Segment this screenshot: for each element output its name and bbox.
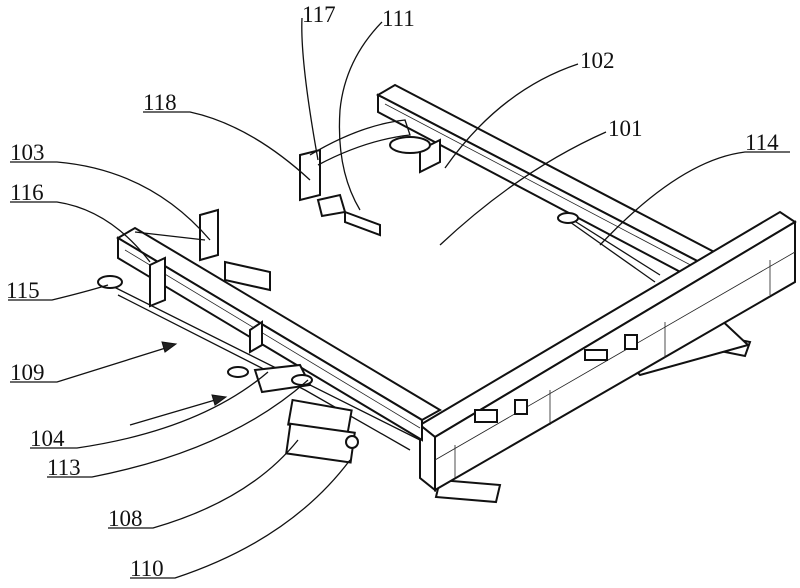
- left-side-beam: [116, 226, 443, 442]
- label-104: 104: [30, 426, 65, 451]
- label-117: 117: [302, 2, 336, 27]
- label-101: 101: [608, 116, 643, 141]
- label-109: 109: [10, 360, 45, 385]
- front-beam: [418, 210, 797, 493]
- leader-lines: [8, 17, 790, 579]
- left-mount: [134, 208, 271, 292]
- label-111: 111: [382, 6, 415, 31]
- label-113: 113: [47, 455, 81, 480]
- label-108: 108: [108, 506, 143, 531]
- back-arm: [299, 119, 431, 237]
- label-116: 116: [10, 180, 44, 205]
- label-118: 118: [143, 90, 177, 115]
- reference-labels: 117 111 102 118 101 103 114 116 115 109 …: [6, 2, 779, 581]
- label-115: 115: [6, 278, 40, 303]
- label-110: 110: [130, 556, 164, 581]
- label-114: 114: [745, 130, 779, 155]
- label-103: 103: [10, 140, 45, 165]
- label-102: 102: [580, 48, 615, 73]
- linkage: [97, 212, 661, 464]
